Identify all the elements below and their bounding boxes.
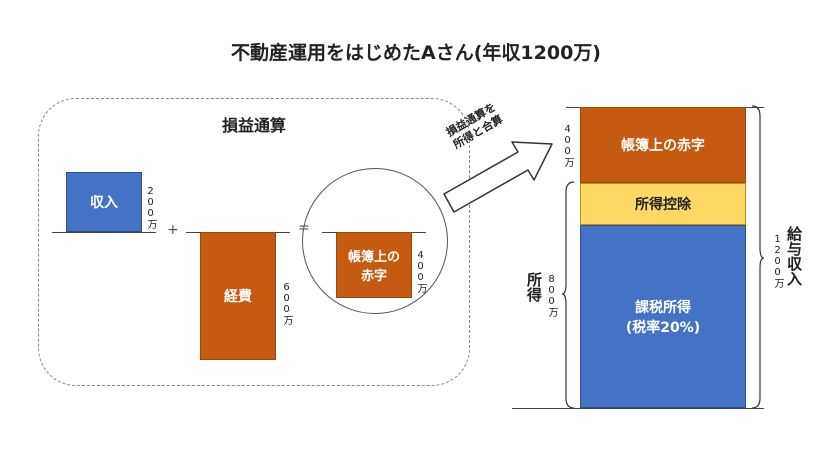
deficit-label-line2: 赤字 bbox=[360, 269, 387, 284]
stack-deficit-label: 帳簿上の赤字 bbox=[621, 138, 705, 154]
salary-amount: 1200万 bbox=[772, 234, 783, 288]
stack-base-line bbox=[512, 408, 764, 409]
deficit-block: 帳簿上の 赤字 bbox=[336, 232, 412, 298]
page-title: 不動産運用をはじめたAさん(年収1200万) bbox=[231, 42, 601, 64]
loss-offset-panel bbox=[38, 98, 470, 386]
deficit-circle bbox=[302, 168, 448, 314]
expense-label: 経費 bbox=[224, 289, 252, 305]
merge-arrow-icon bbox=[443, 141, 553, 213]
stack-taxable-label-line1: 課税所得 bbox=[635, 299, 691, 316]
income-amount-right: 800万 bbox=[546, 274, 557, 317]
income-label: 所得 bbox=[525, 272, 543, 302]
deficit-amount: 400万 bbox=[415, 250, 426, 293]
income-brace-icon bbox=[562, 181, 575, 409]
income-baseline bbox=[52, 232, 156, 233]
salary-brace-icon bbox=[751, 105, 764, 409]
stack-deduction-block: 所得控除 bbox=[580, 183, 746, 225]
stack-taxable-label-line2: (税率20%) bbox=[625, 319, 701, 336]
loss-offset-label: 損益通算 bbox=[221, 116, 286, 135]
salary-label: 給与収入 bbox=[785, 226, 803, 286]
stack-deficit-block: 帳簿上の赤字 bbox=[580, 107, 746, 183]
plus-sign: + bbox=[167, 222, 179, 238]
stack-taxable-block: 課税所得 (税率20%) bbox=[580, 225, 746, 408]
expense-block: 経費 bbox=[200, 232, 276, 360]
deficit-label-line1: 帳簿上の bbox=[347, 250, 400, 265]
income-block: 収入 bbox=[66, 172, 142, 232]
income-amount: 200万 bbox=[145, 186, 156, 229]
income-label: 収入 bbox=[90, 195, 118, 211]
stack-deficit-amount: 400万 bbox=[562, 124, 573, 167]
expense-amount: 600万 bbox=[281, 282, 292, 325]
stack-deduction-label: 所得控除 bbox=[635, 197, 691, 213]
